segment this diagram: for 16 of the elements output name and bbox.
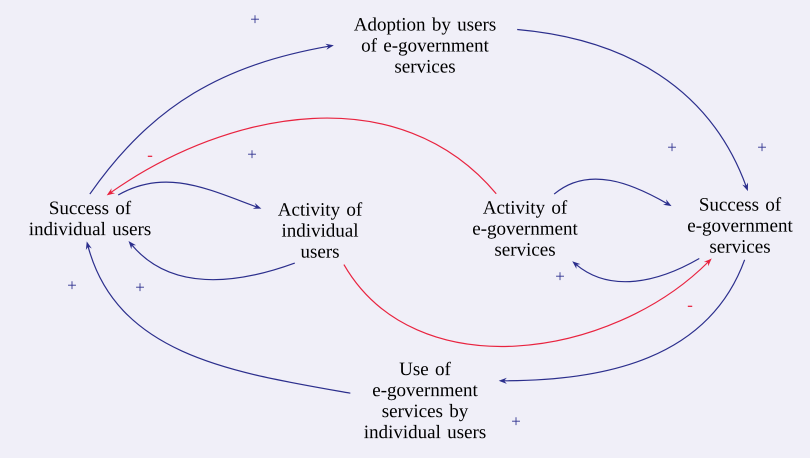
polarity-sign: + xyxy=(248,150,256,158)
variable-label: Success of individual users xyxy=(29,200,151,236)
variable-label: Activity of individual users xyxy=(278,202,362,258)
variable-label: Use of e-government services by individual users xyxy=(364,362,486,438)
polarity-sign: - xyxy=(688,306,692,307)
polarity-sign: - xyxy=(148,156,152,157)
polarity-sign: + xyxy=(136,283,144,292)
polarity-sign: + xyxy=(668,143,676,152)
polarity-sign: + xyxy=(758,143,766,152)
variable-label: Adoption by users of e-government services xyxy=(354,17,496,73)
polarity-sign: + xyxy=(68,281,76,290)
polarity-sign: + xyxy=(512,417,520,426)
variable-label: Success of e-government services xyxy=(688,197,793,253)
polarity-sign: + xyxy=(556,272,564,280)
polarity-sign: + xyxy=(251,15,259,24)
variable-label: Activity of e-government services xyxy=(473,200,578,256)
